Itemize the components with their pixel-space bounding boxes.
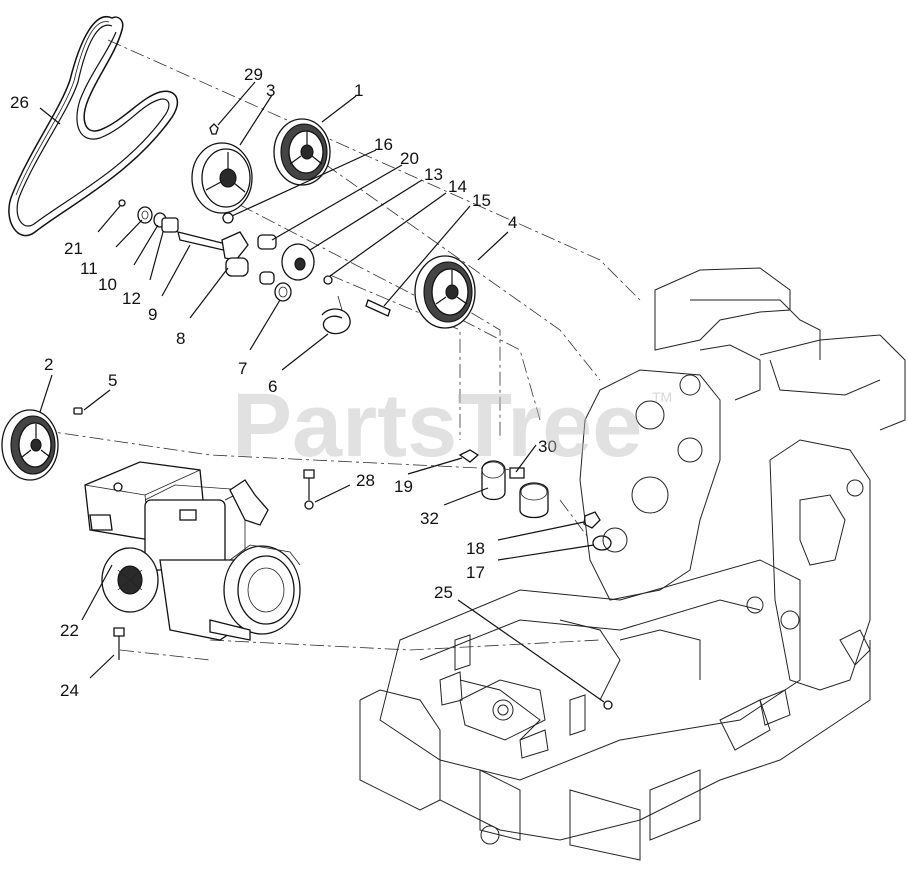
callout-17: 17 xyxy=(466,563,485,582)
watermark-trademark: TM xyxy=(652,389,672,405)
callout-12: 12 xyxy=(122,289,141,308)
idler-hardware xyxy=(118,123,391,335)
callout-18: 18 xyxy=(466,539,485,558)
pulley-2 xyxy=(1,407,83,481)
callout-29: 29 xyxy=(244,65,263,84)
callout-30: 30 xyxy=(538,437,557,456)
callout-3: 3 xyxy=(266,81,275,100)
callout-6: 6 xyxy=(268,377,277,396)
callout-10: 10 xyxy=(98,275,117,294)
watermark-text: PartsTree xyxy=(232,376,642,476)
callout-21: 21 xyxy=(64,239,83,258)
callout-labels: 1 2 3 4 5 6 7 8 9 10 11 12 13 14 15 16 1… xyxy=(10,65,557,700)
callout-20: 20 xyxy=(400,149,419,168)
callout-22: 22 xyxy=(60,621,79,640)
callout-1: 1 xyxy=(354,81,363,100)
callout-25: 25 xyxy=(434,583,453,602)
callout-7: 7 xyxy=(238,359,247,378)
callout-13: 13 xyxy=(424,165,443,184)
callout-8: 8 xyxy=(176,329,185,348)
callout-9: 9 xyxy=(148,305,157,324)
callout-15: 15 xyxy=(472,191,491,210)
callout-14: 14 xyxy=(448,177,467,196)
callout-4: 4 xyxy=(508,213,517,232)
callout-24: 24 xyxy=(60,681,79,700)
pulley-3 xyxy=(191,142,253,214)
pulley-4 xyxy=(414,255,476,329)
watermark: PartsTree TM xyxy=(232,376,672,476)
callout-5: 5 xyxy=(108,371,117,390)
callout-28: 28 xyxy=(356,471,375,490)
alignment-lines xyxy=(39,39,641,661)
callout-16: 16 xyxy=(374,135,393,154)
engine xyxy=(84,461,301,641)
main-frame xyxy=(359,267,906,861)
leader-lines xyxy=(39,81,605,703)
pulley-1 xyxy=(273,118,331,186)
callout-26: 26 xyxy=(10,93,29,112)
callout-2: 2 xyxy=(44,355,53,374)
callout-11: 11 xyxy=(80,259,98,278)
mount-bolts xyxy=(113,469,315,660)
pivot-hardware xyxy=(458,449,613,710)
callout-32: 32 xyxy=(420,509,439,528)
drive-belt xyxy=(8,15,179,237)
callout-19: 19 xyxy=(394,477,413,496)
